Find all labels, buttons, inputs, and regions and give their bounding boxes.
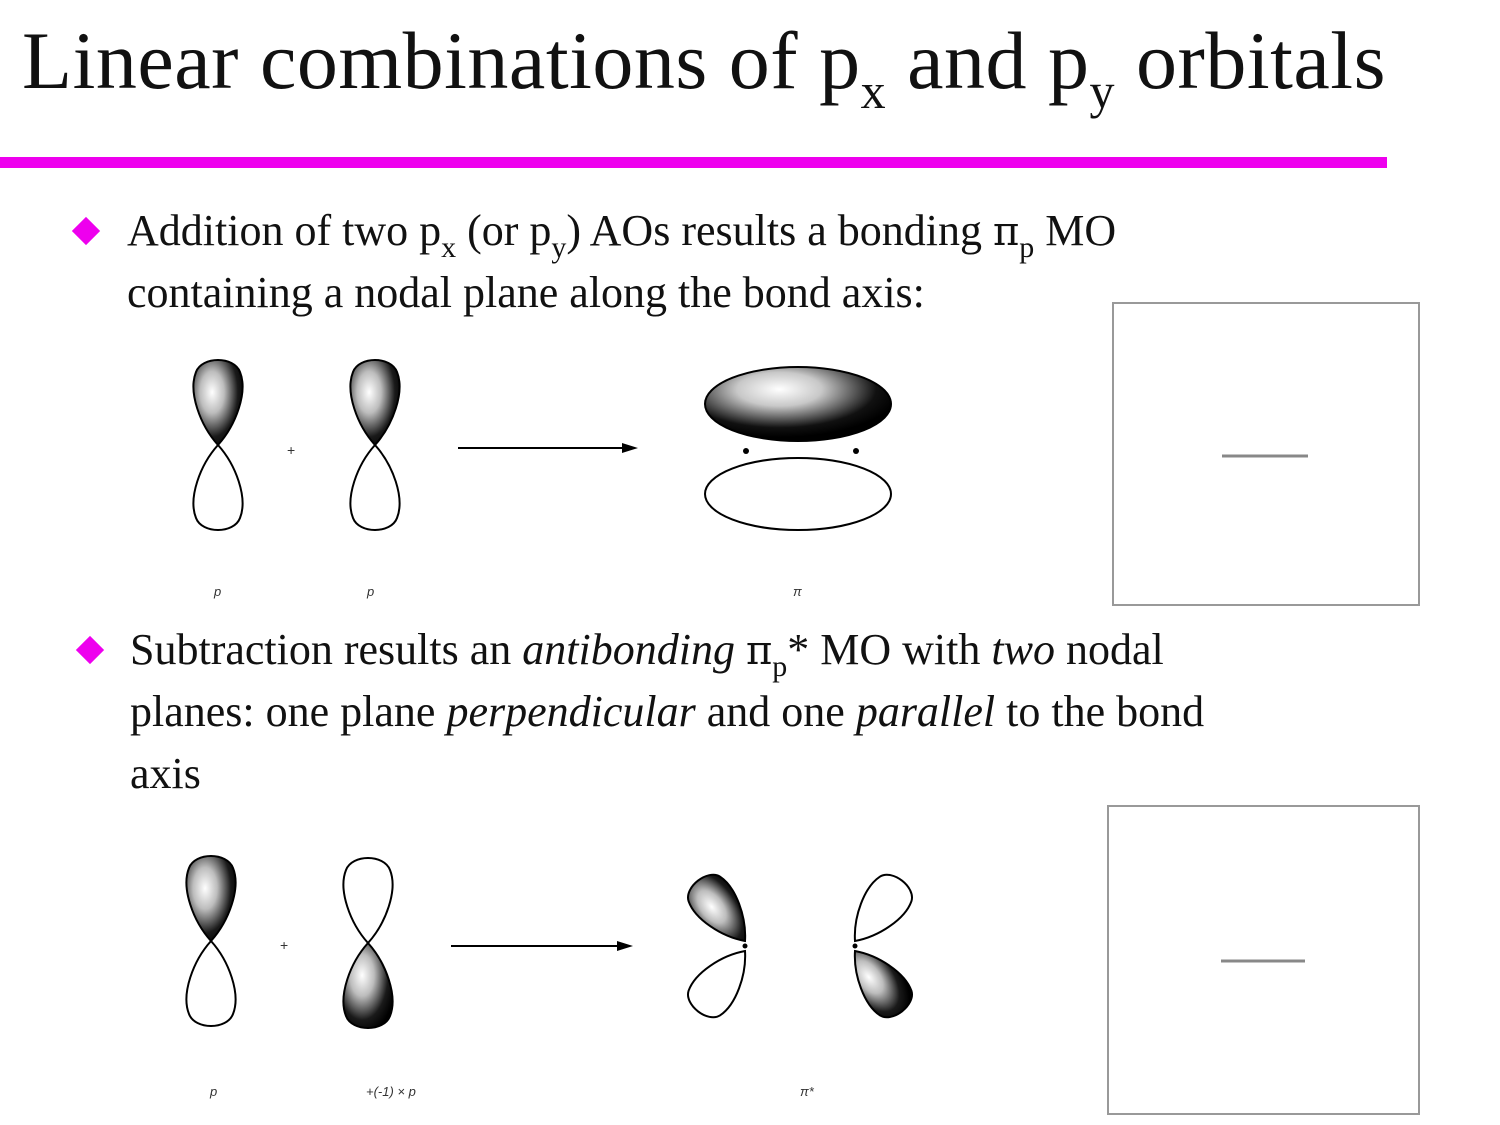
title-text: and p <box>886 15 1090 106</box>
title-subscript-x: x <box>860 63 887 119</box>
bullet2-line1: Subtraction results an antibonding πp* M… <box>130 625 1164 683</box>
antibonding-pi-diagram <box>185 855 913 1029</box>
pi-antibonding-mo-icon <box>687 873 913 1019</box>
antibonding-density-image <box>1107 805 1420 1115</box>
bullet-diamond-icon <box>75 635 105 665</box>
label-p-left: p <box>214 584 222 599</box>
title-text: Linear combinations of p <box>22 15 861 106</box>
p-orbital-left-icon <box>185 855 237 1027</box>
p-orbital-left-icon <box>192 359 244 531</box>
label-p-left: p <box>210 1084 218 1099</box>
bullet2-line2: planes: one plane perpendicular and one … <box>130 687 1205 736</box>
electron-density-cloud-icon <box>1173 891 1351 1031</box>
bullet-diamond-icon <box>71 216 101 246</box>
label-minus-p: +(-1) × p <box>366 1084 416 1099</box>
p-orbital-middle-icon <box>349 359 401 531</box>
p-orbital-inverted-icon <box>342 857 394 1029</box>
reaction-arrow-icon <box>451 941 633 951</box>
plus-sign: + <box>280 937 289 953</box>
label-pi: π <box>793 584 802 599</box>
bullet1-line2: containing a nodal plane along the bond … <box>127 268 925 317</box>
title-subscript-y: y <box>1089 63 1116 119</box>
reaction-arrow-icon <box>458 443 638 453</box>
plus-sign: + <box>287 442 296 458</box>
bullet1-line1: Addition of two px (or py) AOs results a… <box>127 206 1117 264</box>
pi-bonding-mo-icon <box>704 366 892 531</box>
bonding-pi-diagram <box>192 359 892 531</box>
bonding-density-image <box>1112 302 1420 606</box>
slide-title: Linear combinations of px and py orbital… <box>22 15 1386 116</box>
title-text: orbitals <box>1115 15 1386 106</box>
title-divider <box>0 157 1387 168</box>
bullet2-line3: axis <box>130 749 201 798</box>
label-p-middle: p <box>367 584 375 599</box>
label-pi-star: π* <box>800 1084 814 1099</box>
electron-density-cloud-icon <box>1179 388 1359 520</box>
